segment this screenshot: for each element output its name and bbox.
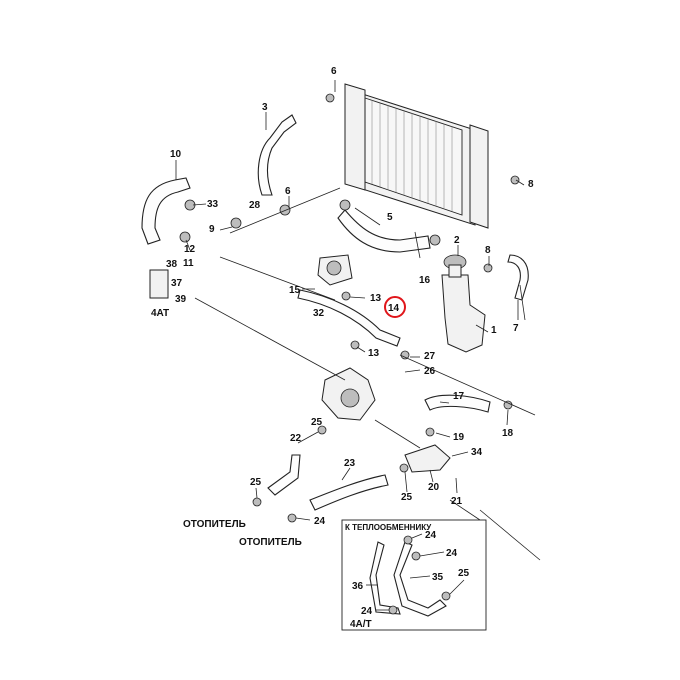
- leader-lines: [175, 80, 541, 561]
- label-37: 37: [171, 278, 183, 289]
- label-10: 10: [170, 149, 182, 160]
- label-25-mid: 25: [311, 417, 323, 428]
- label-28: 28: [249, 200, 261, 211]
- label-34: 34: [471, 447, 483, 458]
- radiator: [344, 83, 489, 229]
- hoses: [141, 114, 529, 511]
- label-25-center: 25: [401, 492, 413, 503]
- label-6-lower: 6: [285, 186, 291, 197]
- label-3: 3: [262, 102, 268, 113]
- label-18: 18: [502, 428, 514, 439]
- label-32: 32: [313, 308, 325, 319]
- heater-valve: [404, 444, 451, 473]
- label-8-upper: 8: [528, 179, 534, 190]
- label-13-lower: 13: [368, 348, 380, 359]
- label-15: 15: [289, 285, 301, 296]
- label-24-inset-a: 24: [425, 530, 437, 541]
- label-36: 36: [352, 581, 364, 592]
- label-35: 35: [432, 572, 444, 583]
- label-23: 23: [344, 458, 356, 469]
- label-2: 2: [454, 235, 460, 246]
- label-38: 38: [166, 259, 178, 270]
- label-8-lower: 8: [485, 245, 491, 256]
- heat-exchanger-inset: [341, 519, 487, 631]
- label-24-main: 24: [314, 516, 326, 527]
- label-6-upper: 6: [331, 66, 337, 77]
- caption-heater-1: ОТОПИТЕЛЬ: [183, 519, 246, 530]
- coolant-reservoir: [441, 254, 486, 353]
- label-21: 21: [451, 496, 463, 507]
- label-12: 12: [184, 244, 196, 255]
- label-16: 16: [419, 275, 431, 286]
- label-25-left: 25: [250, 477, 262, 488]
- caption-4at: 4AT: [151, 308, 169, 319]
- label-24-inset-b: 24: [446, 548, 458, 559]
- label-39: 39: [175, 294, 187, 305]
- label-9: 9: [209, 224, 215, 235]
- label-20: 20: [428, 482, 440, 493]
- label-5: 5: [387, 212, 393, 223]
- thermostat-housing: [317, 254, 353, 286]
- caption-4a-t: 4A/T: [350, 619, 372, 630]
- label-26: 26: [424, 366, 436, 377]
- hose-clamps: [149, 93, 520, 523]
- label-33: 33: [207, 199, 219, 210]
- label-13-upper: 13: [370, 293, 382, 304]
- label-22: 22: [290, 433, 302, 444]
- label-25-inset: 25: [458, 568, 470, 579]
- label-1: 1: [491, 325, 497, 336]
- label-27: 27: [424, 351, 436, 362]
- inset-title: К ТЕПЛООБМЕННИКУ: [345, 523, 432, 532]
- label-14: 14: [388, 303, 400, 314]
- part-14-highlight: [384, 296, 406, 318]
- label-17: 17: [453, 391, 465, 402]
- water-pump-housing: [321, 367, 376, 421]
- label-24-inset-c: 24: [361, 606, 373, 617]
- label-19: 19: [453, 432, 465, 443]
- caption-heater-2: ОТОПИТЕЛЬ: [239, 537, 302, 548]
- label-11: 11: [183, 258, 194, 269]
- label-7: 7: [513, 323, 519, 334]
